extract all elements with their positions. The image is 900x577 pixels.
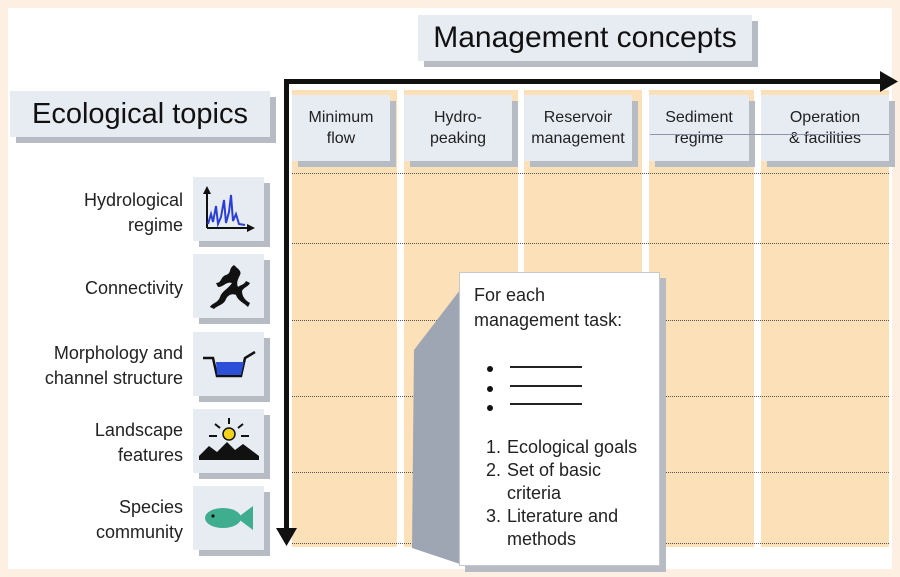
connectivity-icon <box>209 265 250 309</box>
header-divider-line <box>650 134 889 135</box>
list-line-placeholder <box>510 385 582 387</box>
callout-heading-line: For each <box>474 285 546 305</box>
row-label-line: community <box>95 522 183 542</box>
column-header-line: management <box>531 130 625 147</box>
callout-task-item: Ecological goals <box>506 436 656 459</box>
column-header-line: peaking <box>429 130 487 147</box>
column-header-reservoir-management: Reservoir management <box>524 95 632 161</box>
axis-arrowhead-down-icon <box>276 528 297 546</box>
hydrograph-icon <box>202 186 255 232</box>
column-header-minimum-flow: Minimum flow <box>292 95 390 161</box>
list-bullet-icon <box>487 366 493 372</box>
row-label-hydrological-regime: Hydrological regime <box>84 188 183 238</box>
connectivity-icon-box <box>193 254 264 318</box>
management-concepts-title: Management concepts <box>418 15 752 61</box>
column-header-line: Sediment <box>665 109 733 126</box>
column-header-line: & facilities <box>788 130 862 147</box>
list-line-placeholder <box>510 403 582 405</box>
list-bullet-icon <box>487 405 493 411</box>
row-separator <box>292 243 889 244</box>
column-header-sediment-regime: Sediment regime <box>649 95 749 161</box>
callout-task-item: Literature and methods <box>506 505 656 551</box>
callout-heading: For each management task: <box>474 283 622 333</box>
row-label-morphology: Morphology and channel structure <box>45 341 183 391</box>
management-concepts-title-text: Management concepts <box>433 21 737 54</box>
vertical-axis <box>284 79 289 531</box>
column-header-operation-facilities: Operation & facilities <box>761 95 889 161</box>
axis-arrowhead-right-icon <box>880 71 898 92</box>
row-label-line: channel structure <box>44 368 183 388</box>
column-header-line: Operation <box>789 109 861 126</box>
column-fill-sediment <box>649 90 754 547</box>
callout-pointer <box>412 290 460 564</box>
row-label-line: Species <box>118 497 183 517</box>
callout-task-list: Ecological goals Set of basic criteria L… <box>460 436 656 551</box>
row-label-connectivity: Connectivity <box>85 276 183 301</box>
column-header-line: flow <box>326 130 356 147</box>
ecological-topics-title: Ecological topics <box>10 91 270 137</box>
row-separator <box>292 173 889 174</box>
row-label-line: Hydrological <box>83 190 183 210</box>
row-label-line: Connectivity <box>84 278 183 298</box>
landscape-sun-icon <box>198 418 259 460</box>
column-fill-operation <box>761 90 889 547</box>
column-header-line: Reservoir <box>543 109 613 126</box>
callout-task-item: Set of basic criteria <box>506 459 656 505</box>
channel-icon <box>202 350 256 378</box>
row-label-species: Species community <box>96 495 183 545</box>
fish-icon-box <box>193 486 264 550</box>
ecological-topics-title-text: Ecological topics <box>32 97 248 130</box>
channel-icon-box <box>193 332 264 396</box>
column-header-hydropeaking: Hydro-peaking <box>404 95 512 161</box>
row-label-line: regime <box>127 215 183 235</box>
callout-box: For each management task: Ecological goa… <box>459 272 660 566</box>
callout-heading-line: management task: <box>474 310 623 330</box>
horizontal-axis <box>284 79 884 84</box>
column-header-line: Hydro- <box>433 109 482 126</box>
landscape-icon-box <box>193 409 264 473</box>
row-label-landscape: Landscape features <box>95 418 183 468</box>
fish-icon <box>204 506 253 530</box>
row-label-line: Morphology and <box>53 343 183 363</box>
row-label-line: Landscape <box>94 420 183 440</box>
list-bullet-icon <box>487 386 493 392</box>
column-header-line: Minimum <box>308 109 374 126</box>
column-header-line: regime <box>674 130 724 147</box>
hydrograph-icon-box <box>193 177 264 241</box>
list-line-placeholder <box>510 366 582 368</box>
column-fill-minimum-flow <box>292 90 397 547</box>
row-label-line: features <box>117 445 183 465</box>
